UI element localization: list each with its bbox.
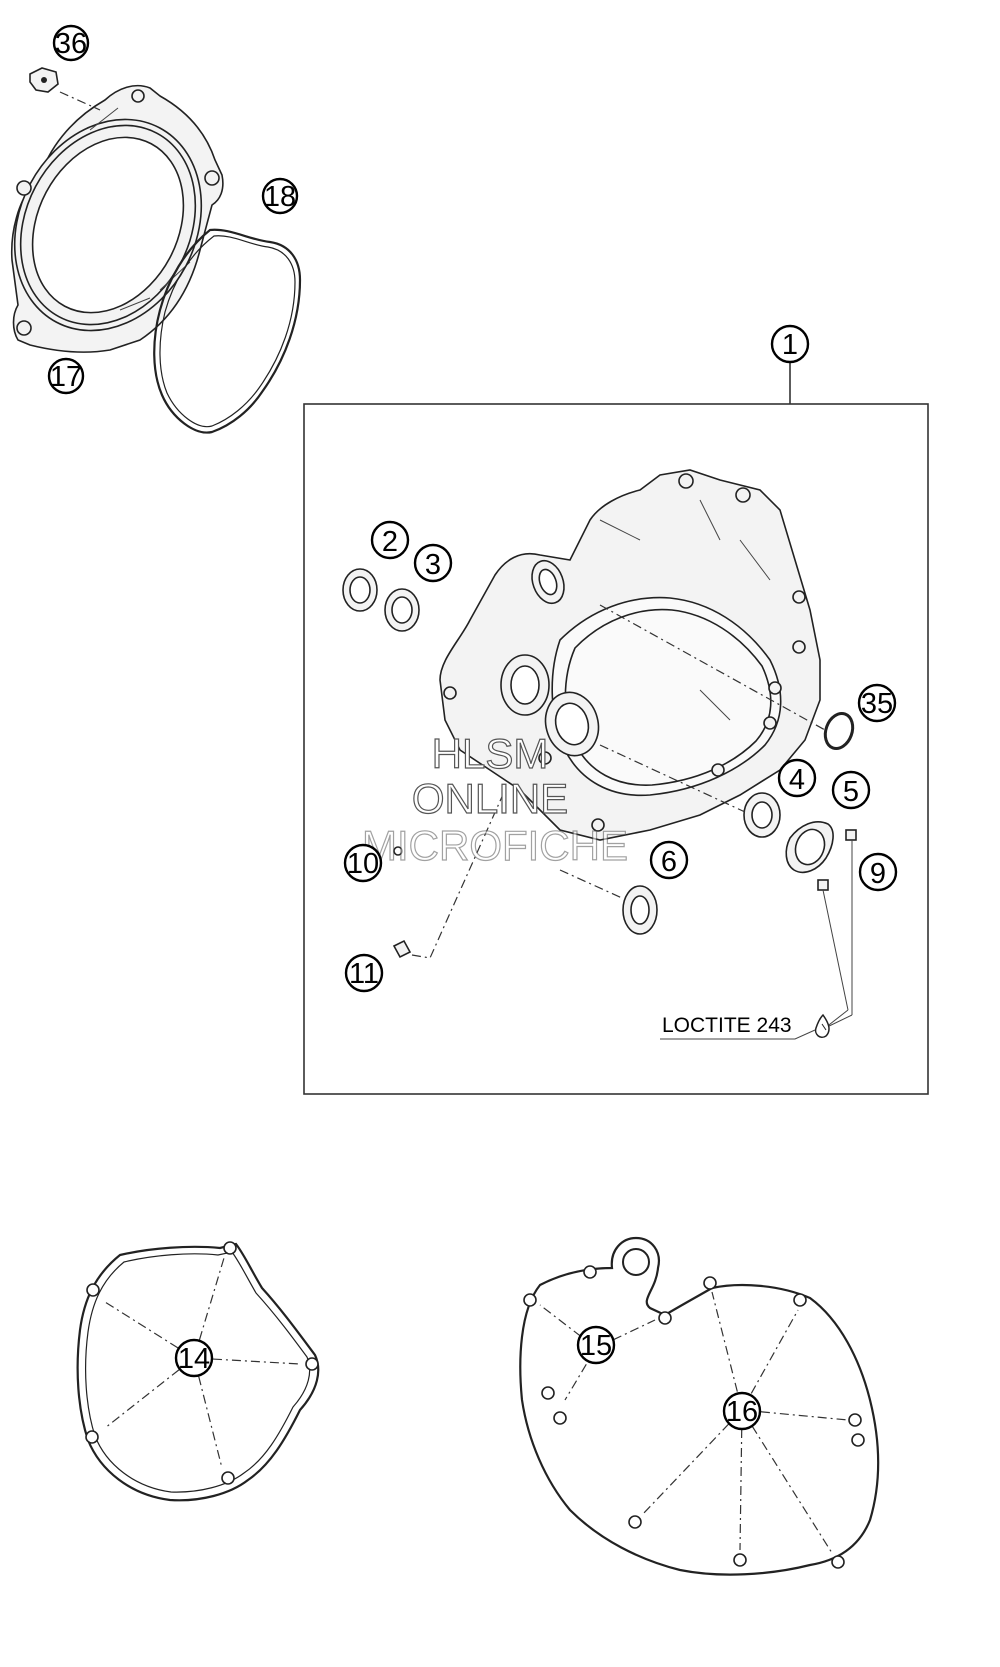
callout-3: 3 — [413, 543, 453, 583]
o-ring-35 — [823, 712, 855, 750]
seal-ring-3 — [384, 588, 420, 632]
callout-10: 10 — [343, 843, 383, 883]
callout-11: 11 — [344, 953, 384, 993]
callout-17: 17 — [47, 357, 85, 395]
bearing-4 — [743, 792, 781, 838]
loctite-note: LOCTITE 243 — [662, 1014, 792, 1037]
cover-gasket — [153, 228, 302, 434]
callout-36: 36 — [52, 24, 90, 62]
gasket-14 — [76, 1241, 320, 1502]
svg-text:5: 5 — [843, 776, 859, 808]
callout-18: 18 — [261, 177, 299, 215]
svg-text:3: 3 — [425, 549, 441, 581]
svg-text:17: 17 — [50, 361, 82, 393]
watermark-line-2: ONLINE — [412, 775, 568, 822]
watermark-line-3: MICROFICHE — [362, 822, 628, 869]
svg-text:4: 4 — [789, 764, 805, 796]
seal-ring-6 — [622, 885, 658, 935]
svg-text:35: 35 — [861, 688, 893, 720]
assembly-group-box — [303, 363, 929, 1095]
svg-text:14: 14 — [178, 1343, 210, 1375]
watermark: HLSM ONLINE MICROFICHE — [361, 729, 628, 869]
callout-5: 5 — [831, 770, 871, 810]
svg-text:15: 15 — [580, 1330, 612, 1362]
svg-text:16: 16 — [726, 1396, 758, 1428]
callout-6: 6 — [649, 840, 689, 880]
callout-35: 35 — [857, 683, 897, 723]
inner-clutch-cover — [439, 469, 821, 841]
callout-9: 9 — [858, 852, 898, 892]
o-ring-10 — [393, 846, 403, 856]
callout-1: 1 — [770, 324, 810, 364]
svg-text:18: 18 — [264, 181, 296, 213]
outer-clutch-cover — [10, 84, 224, 353]
callout-15: 15 — [576, 1325, 616, 1365]
svg-text:2: 2 — [382, 526, 398, 558]
svg-text:36: 36 — [55, 28, 87, 60]
callout-2: 2 — [370, 520, 410, 560]
svg-text:9: 9 — [870, 858, 886, 890]
cover-plate-5 — [785, 821, 834, 874]
svg-text:10: 10 — [347, 848, 379, 880]
cover-bolt — [29, 67, 59, 93]
callout-4: 4 — [777, 758, 817, 798]
svg-text:6: 6 — [661, 846, 677, 878]
svg-text:1: 1 — [782, 329, 798, 361]
dowel-pin-11 — [392, 939, 412, 959]
seal-ring-2 — [342, 568, 378, 612]
gasket-15-16 — [519, 1236, 880, 1576]
watermark-line-1: HLSM — [432, 730, 549, 777]
svg-text:11: 11 — [349, 958, 379, 990]
callout-16: 16 — [722, 1391, 762, 1431]
callout-14: 14 — [174, 1338, 214, 1378]
loctite-drop — [814, 1013, 830, 1039]
